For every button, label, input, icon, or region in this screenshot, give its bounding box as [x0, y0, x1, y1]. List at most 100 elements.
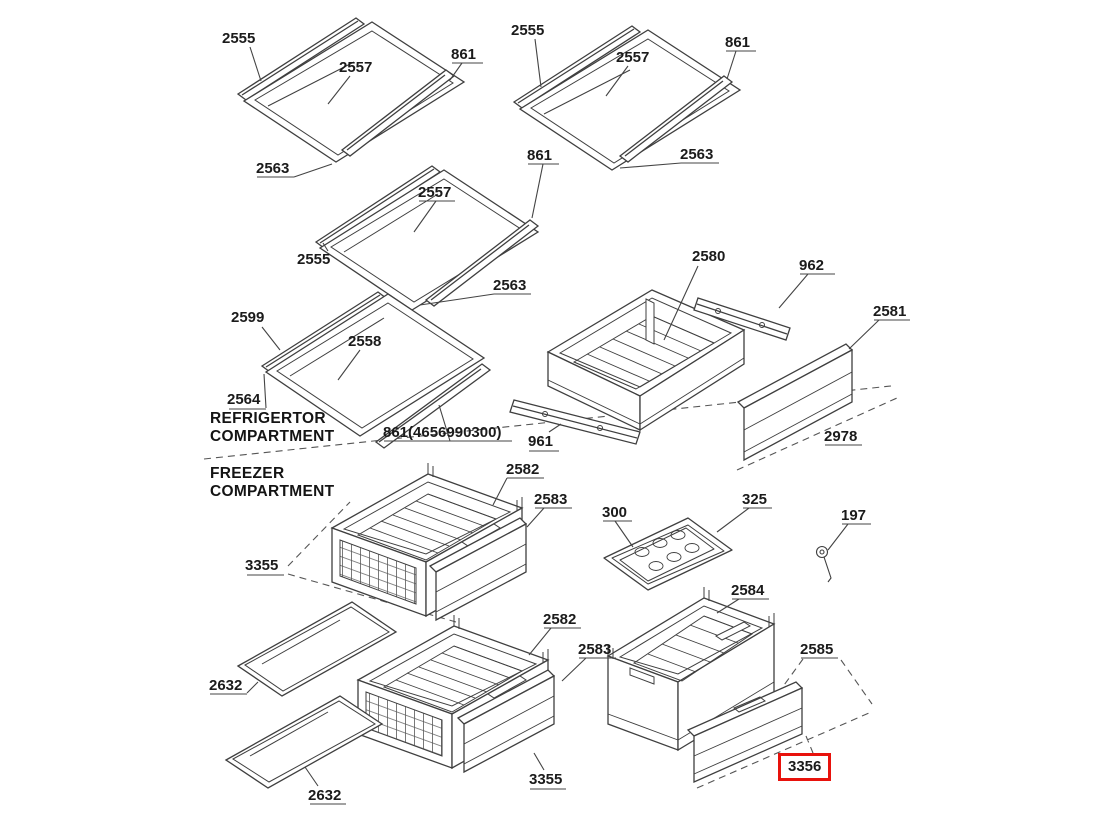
part-label-3355-upper: 3355	[245, 557, 279, 574]
rail-body	[509, 399, 641, 445]
panel-handle-slot	[733, 696, 766, 713]
drawer-2584	[606, 587, 776, 752]
part-label-2557-top-left: 2557	[339, 59, 373, 76]
part-label-2583-upper: 2583	[534, 491, 568, 508]
panel-2583-lower	[456, 669, 556, 774]
part-label-961: 961	[528, 433, 554, 450]
part-label-2599: 2599	[231, 309, 265, 326]
freezer-compartment-title: FREEZER COMPARTMENT	[210, 465, 334, 501]
trim-2555-top-right	[512, 25, 642, 109]
drawer-handle-slot	[629, 621, 751, 685]
drawer-floor-slats	[395, 645, 523, 706]
part-label-2584: 2584	[731, 582, 765, 599]
drawer-corner-posts	[607, 587, 775, 659]
title-line: REFRIGERTOR	[210, 410, 326, 427]
part-label-2632-upper: 2632	[209, 677, 243, 694]
drawer-inner-rim	[342, 481, 512, 555]
drawer-wall-grooves	[547, 357, 745, 425]
drawer-floor-slats	[369, 493, 497, 554]
part-label-2585: 2585	[800, 641, 834, 658]
panel-front-face	[693, 686, 803, 784]
part-label-2563-middle: 2563	[493, 277, 527, 294]
part-label-2580: 2580	[692, 248, 726, 265]
part-label-2582-lower: 2582	[543, 611, 577, 628]
glass-shelf-2632-lower	[224, 695, 384, 789]
rail-861-middle	[424, 219, 540, 307]
part-label-2555-top-left: 2555	[222, 30, 256, 47]
drawer-vent-grid	[339, 539, 417, 605]
part-label-300: 300	[602, 504, 628, 521]
drawer-inner-rim	[558, 297, 733, 388]
title-line: COMPARTMENT	[210, 483, 335, 500]
glass-inner-border	[254, 30, 454, 156]
glass-inner-border	[232, 700, 376, 783]
drawer-floor-slats	[647, 615, 753, 673]
part-label-2563-top-right: 2563	[680, 146, 714, 163]
part-label-2563-top-left: 2563	[256, 160, 290, 177]
part-label-962: 962	[799, 257, 825, 274]
glass-panel	[242, 21, 466, 163]
panel-front-face	[463, 674, 555, 774]
rail-962	[693, 297, 791, 341]
drawer-inner-rim	[368, 633, 538, 707]
ice-tray-cells	[634, 530, 700, 571]
part-label-2557-top-right: 2557	[616, 49, 650, 66]
ice-tray-300	[619, 527, 715, 582]
panel-3356	[686, 681, 804, 784]
glass-reflection	[267, 61, 355, 107]
title-line: COMPARTMENT	[210, 428, 335, 445]
glass-reflection	[543, 69, 631, 115]
part-label-2555-top-right: 2555	[511, 22, 545, 39]
panel-front-face	[743, 348, 853, 462]
glass-reflection	[261, 619, 341, 665]
part-label-2564: 2564	[227, 391, 261, 408]
part-label-2581: 2581	[873, 303, 907, 320]
panel-2581	[736, 343, 854, 462]
refrigerator-compartment-title: REFRIGERTOR COMPARTMENT	[210, 410, 334, 446]
part-label-3356-highlighted: 3356	[778, 753, 832, 781]
glass-shelf-top-left	[236, 17, 466, 163]
panel-grooves	[463, 695, 555, 765]
part-label-325: 325	[742, 491, 768, 508]
panel-grooves	[435, 543, 527, 613]
drawer-inner-rim	[618, 605, 764, 675]
part-label-861-top-left: 861	[451, 46, 477, 63]
glass-panel	[518, 29, 742, 171]
glass-shelf-2632-upper	[236, 601, 398, 697]
trim-2555-top-left	[236, 17, 366, 101]
glass-shelf-top-right	[512, 25, 742, 171]
part-label-2583-lower: 2583	[578, 641, 612, 658]
leader-lines	[210, 38, 910, 805]
rail-861-top-left	[340, 69, 456, 157]
tray-325	[603, 517, 733, 591]
part-label-2557-middle: 2557	[418, 184, 452, 201]
glass-reflection	[249, 711, 329, 757]
rail-hole	[715, 308, 721, 314]
glass-reflection	[289, 317, 385, 377]
drawer-right-wall	[639, 328, 745, 432]
part-label-197: 197	[841, 507, 867, 524]
glass-reflection	[343, 193, 439, 253]
part-label-2558: 2558	[348, 333, 382, 350]
part-label-861-middle: 861	[527, 147, 553, 164]
panel-grooves	[743, 371, 853, 453]
part-label-2555-middle: 2555	[297, 251, 331, 268]
drawer-floor-slats	[573, 315, 715, 390]
part-label-2978: 2978	[824, 428, 858, 445]
rail-hole	[542, 411, 548, 417]
glass-panel	[236, 601, 398, 697]
rail-861-top-right	[618, 75, 734, 163]
glass-shelf-middle	[314, 165, 540, 311]
part-label-861-top-right: 861	[725, 34, 751, 51]
part-label-3355-lower: 3355	[529, 771, 563, 788]
title-line: FREEZER	[210, 465, 285, 482]
pin-shaft	[823, 556, 832, 583]
drawer-corner-posts	[453, 615, 549, 663]
tray-inner-rim	[611, 524, 725, 585]
glass-inner-border	[244, 606, 390, 692]
rail-hole	[597, 425, 603, 431]
pin-197	[815, 545, 832, 583]
rail-861-full-code	[374, 363, 492, 449]
